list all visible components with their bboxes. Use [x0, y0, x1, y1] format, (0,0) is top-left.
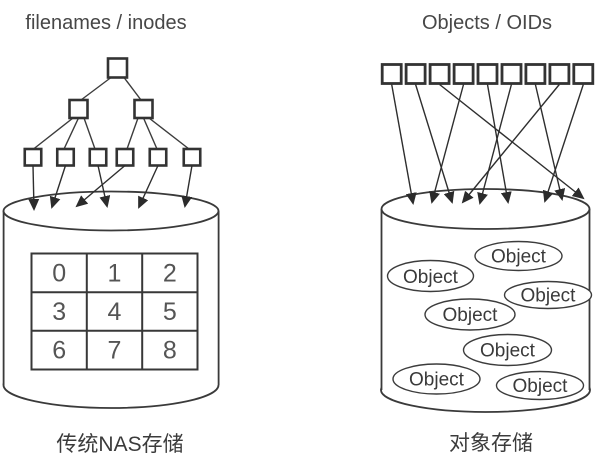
object-blobs: Object Object Object Object Object Objec… [386, 240, 593, 401]
block-grid-cell: 3 [52, 298, 66, 326]
oid-box [452, 63, 475, 85]
oid-box [428, 63, 451, 85]
object-ellipse [392, 363, 481, 395]
inode-tree-root-box [106, 57, 129, 79]
object-label: Object [403, 267, 459, 288]
oid-arrow [429, 84, 465, 204]
tree-edge [142, 117, 158, 150]
oid-box [548, 63, 571, 85]
block-grid: 0 1 2 3 4 5 6 7 8 [30, 252, 199, 371]
tree-edge [148, 117, 190, 150]
object-ellipse [503, 280, 593, 310]
oid-arrow [542, 84, 584, 203]
lookup-arrow [97, 165, 111, 208]
oid-arrow [486, 84, 512, 204]
object-label: Object [513, 376, 569, 397]
object-panel: Objects / OIDs [380, 12, 595, 455]
object-ellipse [462, 333, 553, 367]
nas-caption: 传统NAS存储 [56, 433, 183, 456]
inode-tree-leaf-box [55, 147, 76, 167]
oid-arrow [534, 84, 566, 201]
lookup-arrow [181, 165, 193, 208]
object-caption: 对象存储 [449, 432, 533, 455]
object-ellipse [474, 240, 563, 272]
tree-edge [123, 77, 142, 101]
block-grid-cell: 0 [52, 260, 66, 288]
inode-tree-leaf-box [148, 147, 168, 167]
object-label: Object [443, 305, 499, 326]
cylinder-top [380, 188, 591, 230]
block-grid-cell: 5 [163, 298, 177, 326]
oid-box [524, 63, 547, 85]
tree-edge [63, 117, 80, 150]
object-ellipse [495, 370, 585, 401]
oid-box [572, 63, 595, 85]
tree-edge [33, 117, 74, 150]
oid-arrow [477, 84, 513, 205]
object-label: Object [491, 247, 547, 268]
oid-box [404, 63, 427, 85]
nas-panel: filenames / inodes [2, 12, 220, 456]
oid-arrows [391, 83, 585, 205]
inode-tree-leaf-box [182, 147, 202, 167]
block-grid-cell: 2 [163, 260, 177, 288]
object-label: Object [480, 341, 536, 362]
block-grid-cell: 7 [108, 337, 122, 365]
block-grid-cell: 8 [163, 337, 177, 365]
block-grid-cell: 4 [108, 298, 122, 326]
inode-tree-leaf-box [115, 147, 135, 167]
object-label: Object [409, 370, 465, 391]
lookup-arrow [75, 164, 126, 208]
object-ellipse [386, 259, 475, 293]
object-title: Objects / OIDs [422, 12, 552, 34]
object-ellipse [424, 298, 516, 331]
tree-edge [126, 117, 139, 150]
tree-edge [80, 76, 112, 101]
oid-arrow [391, 84, 417, 205]
lookup-arrow [28, 165, 40, 211]
inode-tree-leaf-box [88, 147, 108, 167]
nas-title: filenames / inodes [25, 12, 186, 34]
lookup-arrow [138, 165, 159, 209]
oid-box [380, 63, 403, 85]
tree-edge [83, 117, 96, 150]
lookup-arrow [49, 165, 67, 209]
oid-arrow [461, 84, 560, 204]
block-grid-cell: 6 [52, 337, 66, 365]
tree-edges [33, 76, 190, 150]
block-grid-cell: 1 [108, 260, 122, 288]
inode-tree-branch-box [68, 98, 89, 120]
oid-box-row [380, 63, 595, 85]
inode-tree-leaf-box [23, 147, 43, 167]
inode-tree-branch-box [133, 98, 154, 120]
object-label: Object [521, 286, 577, 307]
oid-box [500, 63, 523, 85]
block-grid-frame [30, 252, 199, 371]
inode-tree [23, 57, 202, 211]
oid-arrow [414, 84, 455, 204]
lookup-arrows [28, 164, 193, 211]
oid-arrow [439, 83, 585, 200]
oid-box [476, 63, 499, 85]
cylinder-body [3, 211, 219, 385]
